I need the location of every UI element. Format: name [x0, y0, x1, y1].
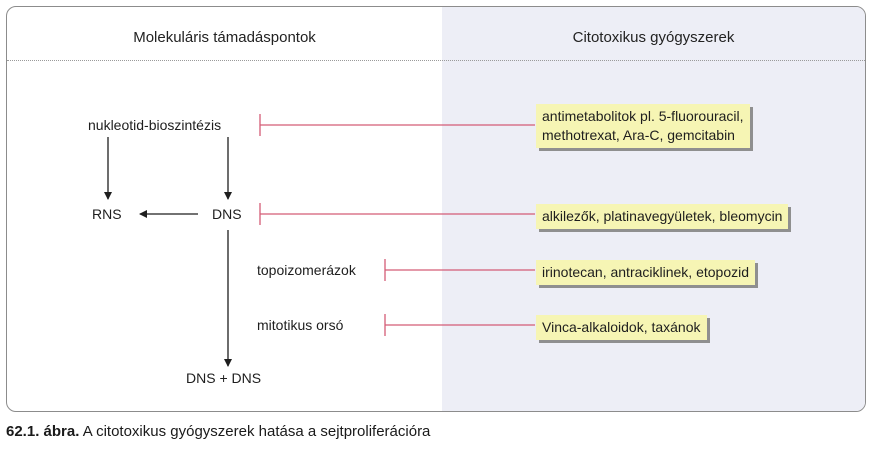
drug-topo-inhibitors-label: irinotecan, antraciklinek, etopozid [542, 264, 750, 280]
drug-vinca-label: Vinca-alkaloidok, taxánok [542, 319, 701, 335]
caption-label: 62.1. ábra. [6, 423, 80, 440]
caption-text: A citotoxikus gyógyszerek hatása a sejtp… [79, 423, 431, 440]
drug-antimetabolites-line2: methotrexat, Ara-C, gemcitabin [542, 127, 735, 143]
node-mitotic-spindle: mitotikus orsó [257, 317, 344, 333]
header-molecular-targets: Molekuláris támadáspontok [133, 29, 316, 46]
drug-box-alkylating: alkilezők, platinavegyületek, bleomycin [536, 204, 789, 229]
drug-box-vinca: Vinca-alkaloidok, taxánok [536, 315, 707, 340]
node-topoisomerases: topoizomerázok [257, 262, 356, 278]
drug-alkylating-label: alkilezők, platinavegyületek, bleomycin [542, 208, 783, 224]
drug-box-antimetabolites: antimetabolitok pl. 5-fluorouracil, meth… [536, 104, 750, 148]
node-dns: DNS [212, 206, 242, 222]
node-dns-plus-dns: DNS + DNS [186, 370, 262, 386]
header-divider [7, 60, 865, 61]
node-nucleotide-biosynthesis: nukleotid-bioszintézis [88, 117, 222, 133]
drug-box-topo-inhibitors: irinotecan, antraciklinek, etopozid [536, 260, 756, 285]
node-rns: RNS [92, 206, 122, 222]
header-cytotoxic-drugs: Citotoxikus gyógyszerek [572, 29, 735, 46]
drug-antimetabolites-line1: antimetabolitok pl. 5-fluorouracil, [542, 108, 744, 124]
figure-caption: 62.1. ábra. A citotoxikus gyógyszerek ha… [6, 423, 430, 440]
